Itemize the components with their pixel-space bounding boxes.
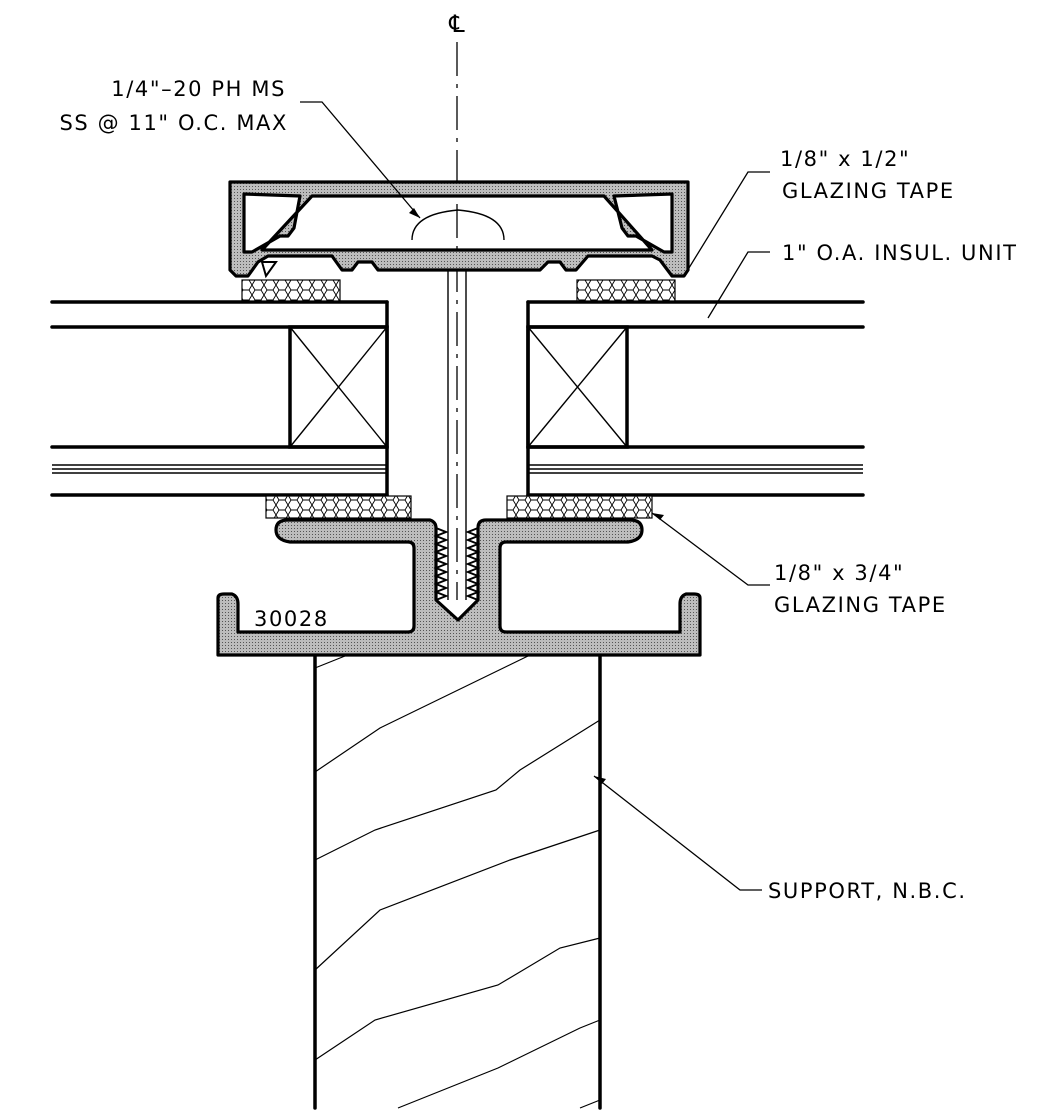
part-number: 30028: [254, 607, 329, 631]
mullion-extrusion: 30028: [216, 518, 702, 657]
centerline-symbol: ℄: [448, 10, 465, 38]
callout-labels: 1/4"–20 PH MS SS @ 11" O.C. MAX 1/8" x 1…: [59, 77, 1018, 903]
spacer-right: [526, 325, 629, 449]
leader-lines: [300, 101, 770, 891]
pressure-cap: [228, 180, 690, 279]
centerline: ℄: [448, 10, 465, 600]
glass-label: 1" O.A. INSUL. UNIT: [782, 241, 1018, 265]
screw-label-line2: SS @ 11" O.C. MAX: [59, 111, 288, 135]
bottom-tape-label-line1: 1/8" x 3/4": [774, 561, 904, 585]
top-tape-label-line2: GLAZING TAPE: [782, 179, 955, 203]
bottom-glazing-tape: [265, 495, 653, 519]
spacer-left: [288, 325, 389, 449]
support-member: [313, 654, 602, 1110]
screw: [447, 270, 467, 600]
support-label: SUPPORT, N.B.C.: [768, 879, 967, 903]
top-glazing-tape: [241, 279, 676, 302]
insulated-glass-unit-left: [50, 300, 389, 497]
bottom-tape-label-line2: GLAZING TAPE: [774, 593, 947, 617]
top-tape-label-line1: 1/8" x 1/2": [780, 147, 910, 171]
insulated-glass-unit-right: [526, 300, 865, 497]
screw-label-line1: 1/4"–20 PH MS: [111, 77, 286, 101]
